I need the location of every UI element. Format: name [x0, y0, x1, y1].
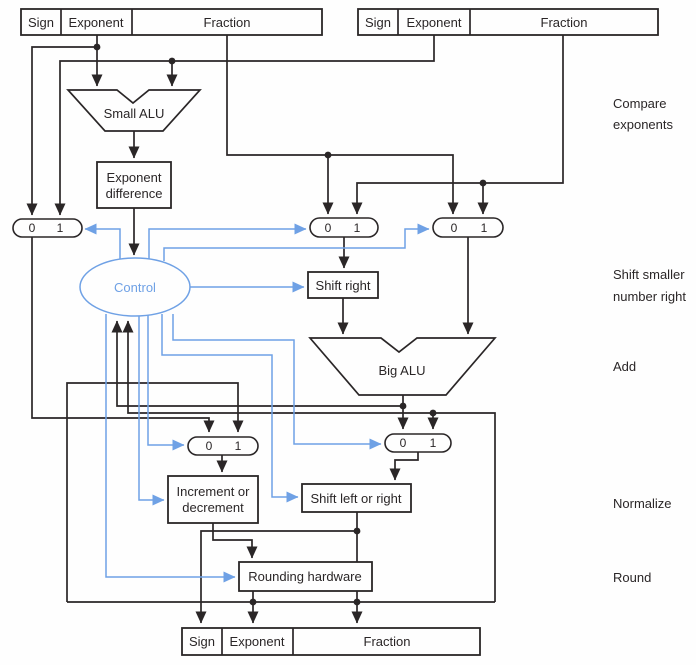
register-label-sign: Sign: [28, 15, 54, 30]
register-label-sign: Sign: [365, 15, 391, 30]
small-alu-label: Small ALU: [104, 106, 165, 121]
control-to-increment-decrement: [138, 314, 165, 506]
control-to-shift-left-right: [161, 314, 299, 503]
rounding-hardware-label: Rounding hardware: [248, 569, 361, 584]
wire-left-fraction-to-right-mux0: [226, 35, 459, 215]
mux-fraction-right-input0-label: 0: [451, 221, 458, 235]
small-alu-shape: [66, 89, 202, 132]
shift-left-right-box: [301, 483, 412, 513]
junction-dot: [479, 179, 487, 187]
wire-left-exponent-to-left-mux0: [26, 46, 97, 216]
wire-increment-to-rounding: [212, 523, 258, 559]
black-wires: [26, 35, 564, 624]
shift-left-right-label: Shift left or right: [310, 491, 401, 506]
stage-add: Add: [613, 359, 636, 374]
control-label: Control: [114, 280, 156, 295]
mux-fraction-left-input1-label: 1: [354, 221, 361, 235]
big-alu-label: Big ALU: [379, 363, 426, 378]
stage-compare-line2: exponents: [613, 117, 673, 132]
wire-sign-to-bottom-register: [195, 530, 357, 624]
increment-decrement-label-line1: Increment or: [177, 484, 251, 499]
stage-normalize: Normalize: [613, 496, 672, 511]
wire-bottomright-mux-to-shift-left-right: [389, 452, 419, 481]
junction-dot: [429, 409, 437, 417]
stage-shift-line1: Shift smaller: [613, 267, 685, 282]
register-label-exponent: Exponent: [230, 634, 285, 649]
junction-dot: [249, 598, 257, 606]
register-label-exponent: Exponent: [407, 15, 462, 30]
wire-feedback-to-bottomleft-mux1: [66, 382, 244, 602]
register-label-sign: Sign: [189, 634, 215, 649]
control-to-middle-mux: [148, 223, 307, 261]
stage-round: Round: [613, 570, 651, 585]
rounding-hardware-box: [238, 561, 373, 592]
control-unit: [79, 257, 191, 317]
register-top-left: [20, 8, 323, 36]
mux-increment-select-input0-label: 0: [206, 439, 213, 453]
control-to-right-mux: [163, 223, 430, 261]
junction-dot: [324, 151, 332, 159]
wire-big-alu-result-to-control: [111, 320, 403, 407]
exponent-difference-label-line1: Exponent: [107, 170, 162, 185]
junction-dot: [93, 43, 101, 51]
control-to-bottomleft-mux: [147, 314, 185, 451]
big-alu-shape: [308, 337, 497, 396]
wire-feedback-to-control: [122, 320, 496, 602]
junction-dot: [399, 402, 407, 410]
increment-decrement-label-line2: decrement: [182, 500, 244, 515]
mux-increment-select-input1-label: 1: [235, 439, 242, 453]
register-label-exponent: Exponent: [69, 15, 124, 30]
wire-left-mux-to-bottomleft-mux0: [31, 237, 215, 433]
junction-dot: [353, 598, 361, 606]
control-to-bottomright-mux: [172, 314, 382, 450]
exponent-difference-box: [96, 161, 172, 209]
junction-dots: [93, 43, 487, 606]
control-to-left-mux: [84, 223, 121, 261]
control-wires: [84, 223, 430, 583]
wire-right-fraction-to-middle-mux1: [351, 35, 564, 215]
shift-right-label: Shift right: [316, 278, 371, 293]
register-label-fraction: Fraction: [364, 634, 411, 649]
mux-fraction-left-input0-label: 0: [325, 221, 332, 235]
junction-dot: [353, 527, 361, 535]
mux-fraction-left: [309, 217, 379, 238]
wire-right-exponent-to-left-mux1: [54, 35, 435, 216]
control-to-rounding-hardware: [105, 314, 236, 583]
mux-increment-select: [187, 436, 259, 456]
stage-compare-line1: Compare: [613, 96, 666, 111]
mux-normalize-select-input0-label: 0: [400, 436, 407, 450]
mux-exponent: [12, 218, 83, 238]
stage-shift-line2: number right: [613, 289, 686, 304]
mux-normalize-select: [384, 433, 452, 453]
increment-decrement-box: [167, 475, 259, 524]
labels: Sign Exponent Fraction Sign Exponent Fra…: [28, 15, 686, 649]
mux-fraction-right-input1-label: 1: [481, 221, 488, 235]
shift-right-box: [307, 271, 379, 299]
register-top-right: [357, 8, 659, 36]
junction-dot: [168, 57, 176, 65]
mux-exponent-input0-label: 0: [29, 221, 36, 235]
register-label-fraction: Fraction: [204, 15, 251, 30]
exponent-difference-label-line2: difference: [106, 186, 163, 201]
register-bottom: [181, 627, 481, 656]
blocks: [12, 8, 659, 656]
register-label-fraction: Fraction: [541, 15, 588, 30]
mux-fraction-right: [432, 217, 504, 238]
mux-exponent-input1-label: 1: [57, 221, 64, 235]
mux-normalize-select-input1-label: 1: [430, 436, 437, 450]
